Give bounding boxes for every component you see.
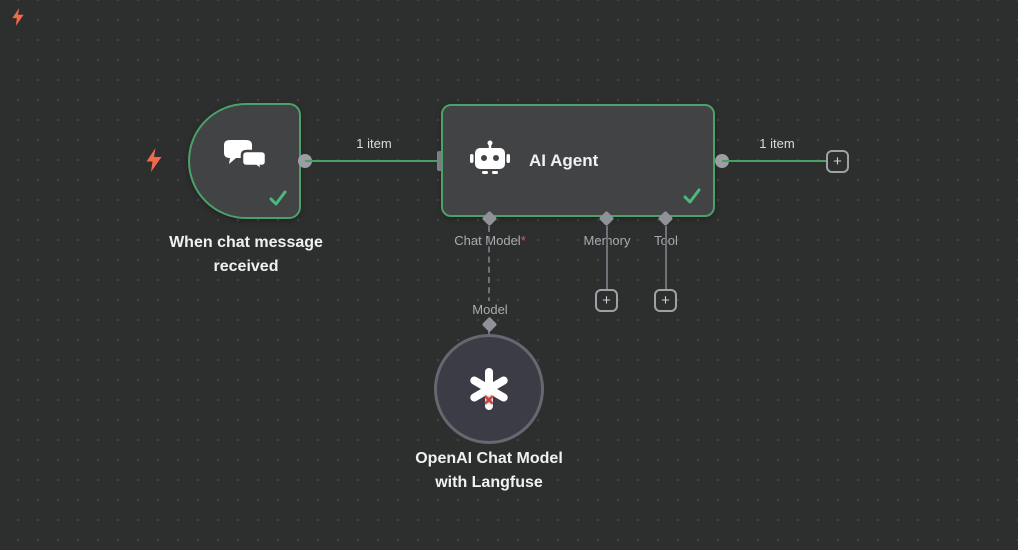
tool-stub-line [665, 226, 667, 289]
node-ai-agent[interactable]: AI Agent [441, 104, 715, 217]
model-connection-label: Model [459, 301, 521, 318]
model-input-port[interactable] [481, 316, 498, 333]
add-node-button-output[interactable]: + [826, 150, 849, 173]
memory-stub-line [606, 226, 608, 289]
openai-logo-icon: ✕ [466, 366, 512, 412]
node-openai-chat-model[interactable]: ✕ [434, 334, 544, 444]
success-checkmark-icon [269, 190, 287, 211]
edge-items-label: 1 item [356, 136, 392, 151]
edge-agent-output [722, 160, 828, 162]
canvas-trigger-bolt-icon [10, 8, 26, 31]
node-when-chat-message-received[interactable] [188, 103, 301, 219]
edge-trigger-to-agent [305, 160, 437, 162]
add-tool-button[interactable]: + [654, 289, 677, 312]
success-checkmark-icon [683, 188, 701, 209]
error-icon: ✕ [483, 392, 495, 408]
edge-items-label: 1 item [759, 136, 795, 151]
required-marker: * [520, 233, 526, 248]
lightning-bolt-icon [144, 148, 164, 177]
chat-model-port-text: Chat Model [454, 233, 521, 248]
robot-icon [469, 140, 511, 181]
trigger-node-label: When chat message received [169, 234, 323, 275]
chat-bubbles-icon [220, 139, 270, 184]
model-node-label: OpenAI Chat Model with Langfuse [415, 450, 563, 491]
chat-model-port-label: Chat Model* [430, 233, 550, 248]
edge-chat-model [488, 226, 490, 334]
agent-node-title: AI Agent [529, 150, 599, 170]
add-memory-button[interactable]: + [595, 289, 618, 312]
